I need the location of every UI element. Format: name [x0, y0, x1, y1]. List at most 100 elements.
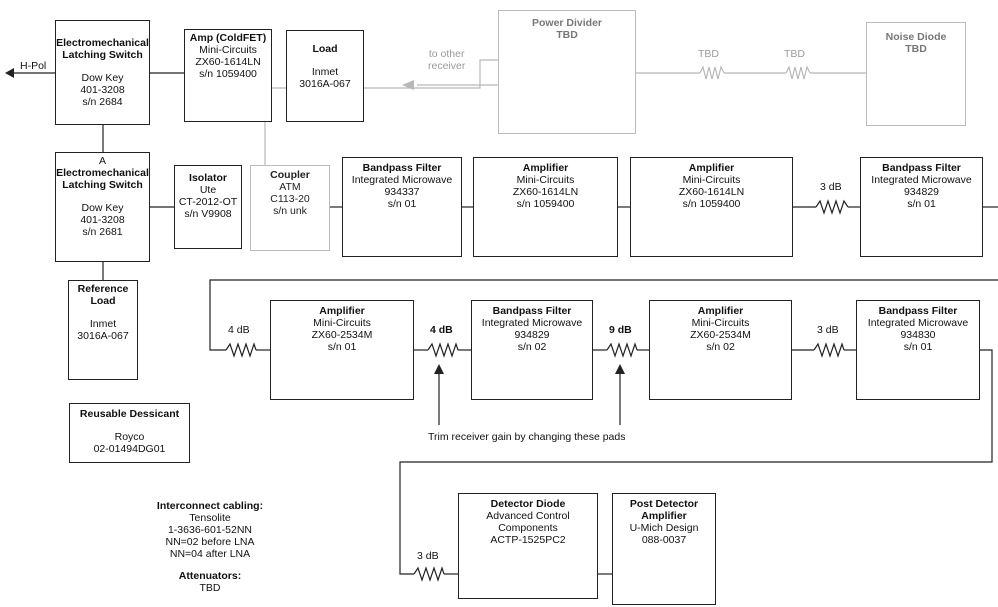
ref-load-maker: Inmet [89, 318, 117, 330]
amp-serial: s/n 02 [706, 341, 735, 353]
switch-top-block: Electromechanical Latching Switch Dow Ke… [55, 20, 150, 125]
switch-title: Electromechanical [56, 37, 149, 49]
bpf-title: Bandpass Filter [878, 305, 958, 317]
amp-title: Amp (ColdFET) [189, 32, 267, 44]
bpf-title: Bandpass Filter [882, 162, 961, 174]
amp-serial: s/n 1059400 [682, 198, 741, 210]
amp-model: ZX60-1614LN [512, 186, 579, 198]
coupler-maker: ATM [279, 181, 301, 193]
hpol-label: H-Pol [20, 60, 47, 72]
resistor-icon [699, 65, 725, 80]
trim-note: Trim receiver gain by changing these pad… [428, 431, 626, 443]
arrow-up-icon [434, 364, 444, 374]
arrow-up-icon [615, 364, 625, 374]
switch-port-label: A [98, 155, 106, 167]
bpf-maker: Integrated Microwave [351, 174, 453, 186]
detector-maker: Advanced Control [486, 510, 570, 522]
arrow-left-icon [402, 80, 414, 90]
bpf-title: Bandpass Filter [492, 305, 572, 317]
ref-load-title: Reference [77, 283, 129, 295]
other-receiver-label: to other receiver [428, 48, 465, 72]
amp-title: Amplifier [522, 162, 569, 174]
switch-model: 401-3208 [80, 214, 125, 226]
switch-title: Latching Switch [62, 49, 143, 61]
detector-diode-block: Detector Diode Advanced Control Componen… [458, 493, 598, 599]
resistor-4db-icon [427, 342, 459, 358]
detector-maker: Components [498, 522, 558, 534]
detector-part: ACTP-1525PC2 [490, 534, 566, 546]
amp-serial: s/n 1059400 [199, 68, 257, 80]
bpf-maker: Integrated Microwave [481, 317, 583, 329]
post-amp-title: Post Detector [629, 498, 699, 510]
switch-maker: Dow Key [81, 72, 124, 84]
bpf-serial: s/n 01 [907, 198, 936, 210]
resistor-4db-icon [225, 342, 257, 358]
bpf-title: Bandpass Filter [362, 162, 442, 174]
detector-title: Detector Diode [490, 498, 566, 510]
coupler-block: Coupler ATM C113-20 s/n unk [250, 165, 330, 251]
bpf-serial: s/n 01 [387, 198, 417, 210]
pad-label: 4 dB [228, 324, 250, 336]
tbd-pad-label: TBD [698, 48, 719, 60]
amp-model: ZX60-2534M [311, 329, 373, 341]
cabling-title: Interconnect cabling: [156, 500, 264, 512]
post-detector-amp-block: Post Detector Amplifier U-Mich Design 08… [612, 493, 716, 605]
switch-a-block: A Electromechanical Latching Switch Dow … [55, 152, 150, 262]
amp-model: ZX60-1614LN [195, 56, 261, 68]
amp-serial: s/n 1059400 [516, 198, 575, 210]
isolator-maker: Ute [199, 184, 217, 196]
pad-label: 3 dB [817, 324, 839, 336]
load-maker: Inmet [311, 66, 339, 78]
load-block: Load Inmet 3016A-067 [286, 30, 364, 122]
cabling-line: 1-3636-601-52NN [167, 524, 253, 536]
amplifier-block: Amplifier Mini-Circuits ZX60-1614LN s/n … [630, 157, 793, 257]
isolator-model: CT-2012-OT [178, 196, 238, 208]
pad-label: 3 dB [417, 550, 439, 562]
other-receiver-line: receiver [428, 60, 466, 72]
noise-diode-title: TBD [905, 43, 927, 55]
load-model: 3016A-067 [299, 78, 351, 90]
switch-serial: s/n 2684 [82, 96, 123, 108]
amp-title: Amplifier [319, 305, 365, 317]
pad-label: 9 dB [609, 324, 632, 336]
pad-label: 4 dB [430, 324, 453, 336]
amp-maker: Mini-Circuits [313, 317, 371, 329]
power-divider-title: TBD [556, 29, 578, 41]
switch-maker: Dow Key [81, 202, 124, 214]
cabling-line: Tensolite [189, 512, 231, 524]
amplifier-block: Amplifier Mini-Circuits ZX60-1614LN s/n … [473, 157, 618, 257]
amp-maker: Mini-Circuits [691, 317, 750, 329]
coupler-serial: s/n unk [273, 205, 307, 217]
amp-maker: Mini-Circuits [516, 174, 575, 186]
amp-maker: Mini-Circuits [682, 174, 741, 186]
switch-serial: s/n 2681 [82, 226, 123, 238]
dessicant-title: Reusable Dessicant [79, 408, 180, 420]
bpf-part: 934829 [903, 186, 940, 198]
amplifier-block: Amplifier Mini-Circuits ZX60-2534M s/n 0… [649, 300, 792, 400]
resistor-3db-icon [815, 199, 849, 215]
switch-title: Electromechanical [56, 167, 149, 179]
attenuators-value: TBD [199, 582, 221, 594]
power-divider-block: Power Divider TBD [498, 10, 636, 134]
cabling-line: NN=02 before LNA [165, 536, 255, 548]
pad-label: 3 dB [820, 181, 842, 193]
bpf-maker: Integrated Microwave [867, 317, 969, 329]
amplifier-block: Amplifier Mini-Circuits ZX60-2534M s/n 0… [270, 300, 414, 400]
post-amp-maker: U-Mich Design [629, 522, 699, 534]
isolator-block: Isolator Ute CT-2012-OT s/n V9908 [174, 165, 242, 249]
amp-maker: Mini-Circuits [199, 44, 257, 56]
bpf-maker: Integrated Microwave [871, 174, 972, 186]
isolator-title: Isolator [189, 172, 227, 184]
resistor-3db-icon [813, 342, 845, 358]
bandpass-filter-block: Bandpass Filter Integrated Microwave 934… [856, 300, 980, 400]
tbd-pad-label: TBD [784, 48, 805, 60]
coupler-model: C113-20 [270, 193, 310, 205]
ref-load-model: 3016A-067 [77, 330, 129, 342]
resistor-3db-icon [413, 566, 445, 582]
resistor-icon [785, 65, 811, 80]
load-title: Load [312, 43, 338, 55]
bpf-serial: s/n 01 [903, 341, 933, 353]
dessicant-block: Reusable Dessicant Royco 02-01494DG01 [69, 403, 190, 463]
bpf-part: 934337 [384, 186, 420, 198]
ref-load-title: Load [90, 295, 116, 307]
